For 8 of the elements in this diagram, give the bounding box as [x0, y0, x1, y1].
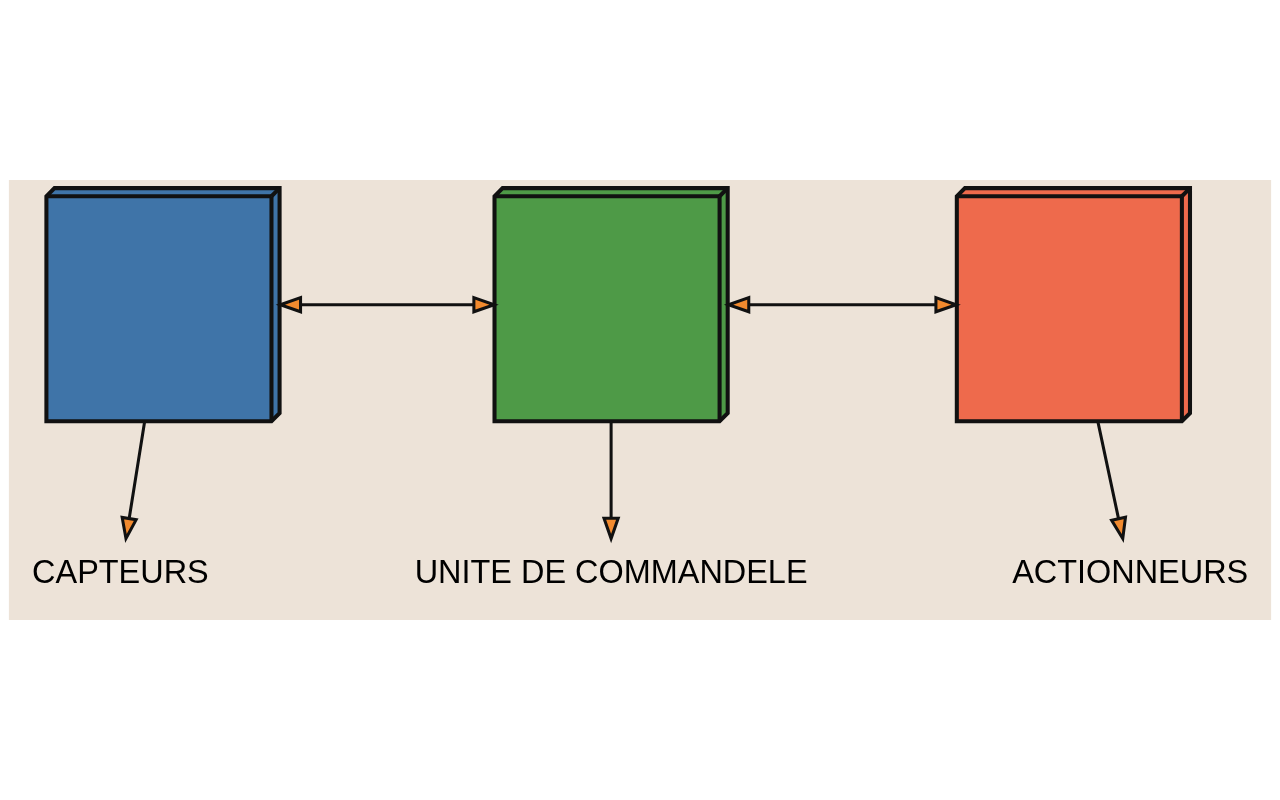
arrow — [120, 421, 147, 544]
node-text: UNITE DE COMMANDELE — [414, 554, 808, 591]
arrow — [1096, 421, 1128, 544]
arrow — [601, 421, 621, 544]
arrow — [275, 295, 499, 314]
node-text: CAPTEURS — [32, 554, 209, 591]
node-text: ACTIONNEURS — [1012, 554, 1249, 591]
arrow — [723, 295, 961, 314]
